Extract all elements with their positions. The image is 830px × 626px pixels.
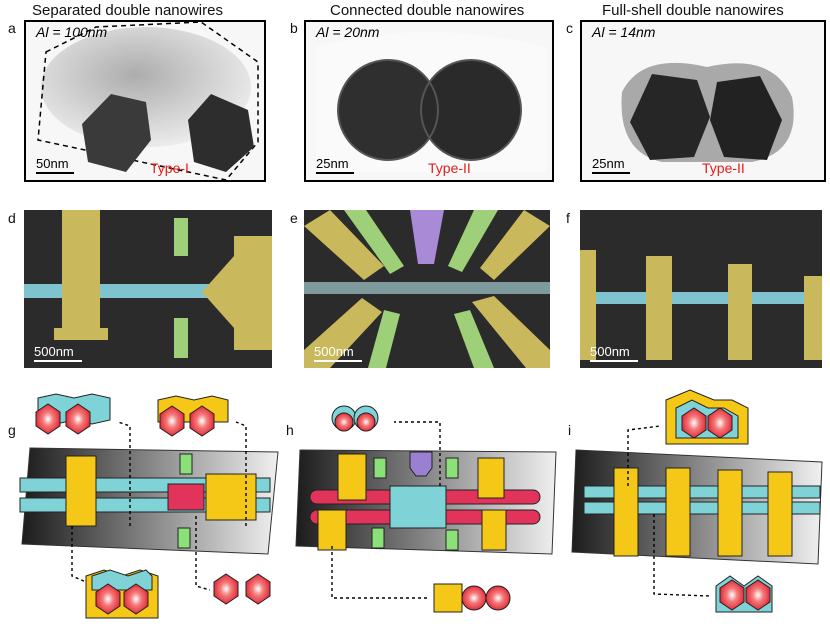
panel-h-schematic bbox=[286, 386, 568, 626]
panel-label-h: h bbox=[286, 422, 294, 438]
column-title-separated: Separated double nanowires bbox=[32, 2, 223, 19]
panel-i-schematic bbox=[568, 386, 830, 626]
panel-label-a: a bbox=[8, 20, 16, 36]
panel-e-sem-image: 500nm bbox=[304, 210, 550, 368]
tem-image-b bbox=[316, 32, 546, 172]
panel-label-g: g bbox=[8, 422, 16, 438]
column-title-full-shell: Full-shell double nanowires bbox=[602, 2, 784, 19]
panel-label-f: f bbox=[566, 210, 570, 226]
scale-bar-c: 25nm bbox=[592, 156, 630, 174]
scale-bar-b: 25nm bbox=[316, 156, 354, 174]
panel-label-d: d bbox=[8, 210, 16, 226]
column-title-connected: Connected double nanowires bbox=[330, 2, 525, 19]
panel-label-b: b bbox=[290, 20, 298, 36]
scale-bar-d: 500nm bbox=[34, 344, 82, 362]
schematic-g bbox=[19, 393, 279, 619]
panel-b-tem-image: Al = 20nm 25nm Type-II bbox=[304, 20, 554, 182]
sem-image-d bbox=[24, 210, 272, 358]
panel-a-tem-image: Al = 100nm 50nm Type-I bbox=[24, 20, 266, 182]
sem-image-f bbox=[580, 250, 822, 360]
type-label-c: Type-II bbox=[702, 160, 745, 176]
panel-label-c: c bbox=[566, 20, 573, 36]
scale-bar-e: 500nm bbox=[314, 344, 362, 362]
panel-d-sem-image: 500nm bbox=[24, 210, 272, 368]
type-label-b: Type-II bbox=[428, 160, 471, 176]
schematic-h bbox=[295, 405, 557, 613]
type-label-a: Type-I bbox=[150, 160, 189, 176]
panel-c-tem-image: Al = 14nm 25nm Type-II bbox=[580, 20, 826, 182]
al-thickness-b: Al = 20nm bbox=[316, 24, 380, 40]
panel-f-sem-image: 500nm bbox=[580, 210, 822, 368]
panel-g-schematic bbox=[0, 386, 286, 626]
tem-image-a bbox=[37, 22, 259, 180]
panel-label-i: i bbox=[568, 422, 572, 438]
al-thickness-a: Al = 100nm bbox=[36, 24, 108, 40]
tem-image-c bbox=[621, 62, 794, 162]
al-thickness-c: Al = 14nm bbox=[592, 24, 656, 40]
sem-image-e bbox=[304, 210, 550, 368]
schematic-i bbox=[571, 389, 823, 613]
scale-bar-f: 500nm bbox=[590, 344, 638, 362]
scale-bar-a: 50nm bbox=[36, 156, 74, 174]
panel-label-e: e bbox=[290, 210, 298, 226]
